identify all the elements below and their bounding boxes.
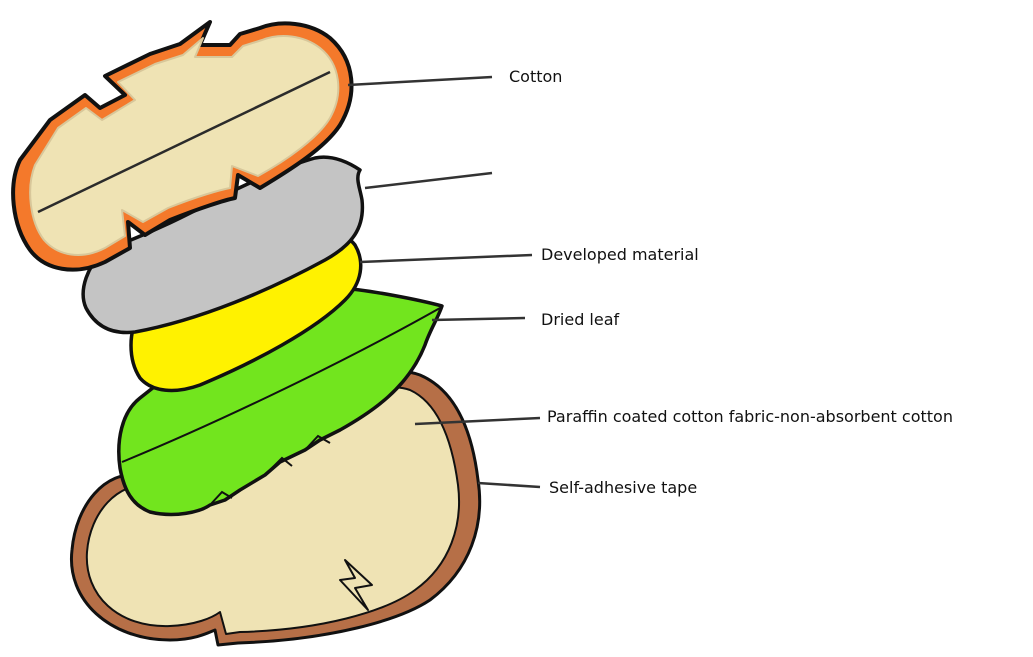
leader-cotton (348, 77, 492, 85)
label-self-adhesive-tape: Self-adhesive tape (549, 478, 697, 498)
leader-dried-leaf (432, 318, 525, 320)
label-paraffin-fabric: Paraffin coated cotton fabric-non-absorb… (547, 407, 953, 427)
label-developed-material: Developed material (541, 245, 699, 265)
leader-gray-layer (365, 173, 492, 188)
label-dried-leaf: Dried leaf (541, 310, 619, 330)
leader-self-adhesive-tape (478, 483, 540, 487)
leader-developed-material (360, 255, 532, 262)
label-cotton: Cotton (509, 67, 562, 87)
